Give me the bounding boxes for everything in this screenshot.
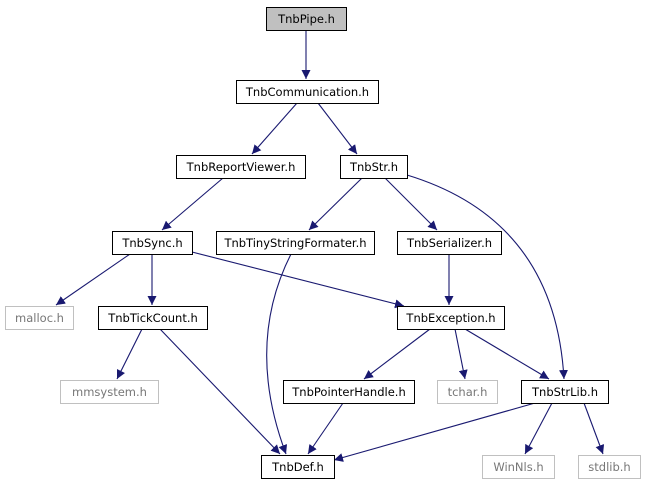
node-label: TnbPointerHandle.h (291, 385, 405, 399)
node-exc[interactable]: TnbException.h (397, 306, 505, 330)
node-box (266, 7, 347, 31)
node-label: stdlib.h (588, 460, 630, 474)
node-strlib[interactable]: TnbStrLib.h (521, 380, 609, 404)
edge-strlib-to-stdlib (583, 402, 605, 455)
node-malloc: malloc.h (5, 306, 74, 330)
edge-strlib-to-winnls (524, 402, 553, 455)
node-box (578, 455, 641, 479)
edge-sync-to-exc (191, 251, 405, 309)
edge-exc-to-tchar (454, 328, 468, 380)
node-label: malloc.h (15, 311, 64, 325)
node-winnls: WinNls.h (482, 455, 555, 479)
node-box (437, 380, 498, 404)
node-label: TnbTickCount.h (107, 311, 198, 325)
node-box (482, 455, 555, 479)
node-label: TnbReportViewer.h (186, 160, 296, 174)
edges-layer (55, 30, 605, 462)
node-box (176, 155, 306, 179)
edge-strlib-to-def (333, 402, 536, 462)
node-sync[interactable]: TnbSync.h (112, 231, 193, 255)
node-box (261, 455, 335, 479)
node-label: TnbPipe.h (277, 12, 335, 26)
edge-exc-to-ptr (363, 328, 431, 380)
node-serial[interactable]: TnbSerializer.h (397, 231, 502, 255)
edge-comm-to-report (251, 102, 298, 155)
node-box (236, 80, 379, 104)
edge-report-to-sync (161, 177, 224, 231)
node-box (521, 380, 609, 404)
node-stdlib: stdlib.h (578, 455, 641, 479)
node-ptr[interactable]: TnbPointerHandle.h (283, 380, 415, 404)
node-pipe[interactable]: TnbPipe.h (266, 7, 347, 31)
node-box (98, 306, 208, 330)
edge-exc-to-strlib (464, 328, 550, 380)
node-box (340, 155, 408, 179)
node-comm[interactable]: TnbCommunication.h (236, 80, 379, 104)
edge-ptr-to-def (307, 402, 344, 455)
node-label: TnbException.h (405, 311, 495, 325)
node-label: TnbTinyStringFormater.h (223, 236, 366, 250)
edge-tiny-to-def (266, 253, 292, 455)
node-str[interactable]: TnbStr.h (340, 155, 408, 179)
node-label: tchar.h (448, 385, 488, 399)
node-box (216, 231, 375, 255)
node-box (5, 306, 74, 330)
node-label: TnbSerializer.h (406, 236, 492, 250)
edge-tick-to-def (159, 328, 281, 455)
edge-sync-to-malloc (55, 253, 131, 306)
node-box (397, 231, 502, 255)
node-label: mmsystem.h (72, 385, 147, 399)
node-label: TnbDef.h (271, 460, 324, 474)
node-label: TnbCommunication.h (245, 85, 369, 99)
edge-str-to-strlib (406, 174, 568, 380)
node-report[interactable]: TnbReportViewer.h (176, 155, 306, 179)
nodes-layer: TnbPipe.hTnbCommunication.hTnbReportView… (5, 7, 641, 479)
node-box (112, 231, 193, 255)
node-box (283, 380, 415, 404)
edge-str-to-tiny (308, 177, 363, 231)
node-mmsys: mmsystem.h (60, 380, 159, 404)
node-def[interactable]: TnbDef.h (261, 455, 335, 479)
node-label: TnbSync.h (121, 236, 182, 250)
edge-comm-to-str (317, 102, 358, 155)
node-label: TnbStrLib.h (531, 385, 598, 399)
edge-tick-to-mmsys (116, 328, 143, 380)
node-tchar: tchar.h (437, 380, 498, 404)
node-label: TnbStr.h (349, 160, 398, 174)
node-label: WinNls.h (493, 460, 543, 474)
node-tick[interactable]: TnbTickCount.h (98, 306, 208, 330)
node-box (60, 380, 159, 404)
node-box (397, 306, 505, 330)
edge-str-to-serial (384, 177, 438, 231)
node-tiny[interactable]: TnbTinyStringFormater.h (216, 231, 375, 255)
